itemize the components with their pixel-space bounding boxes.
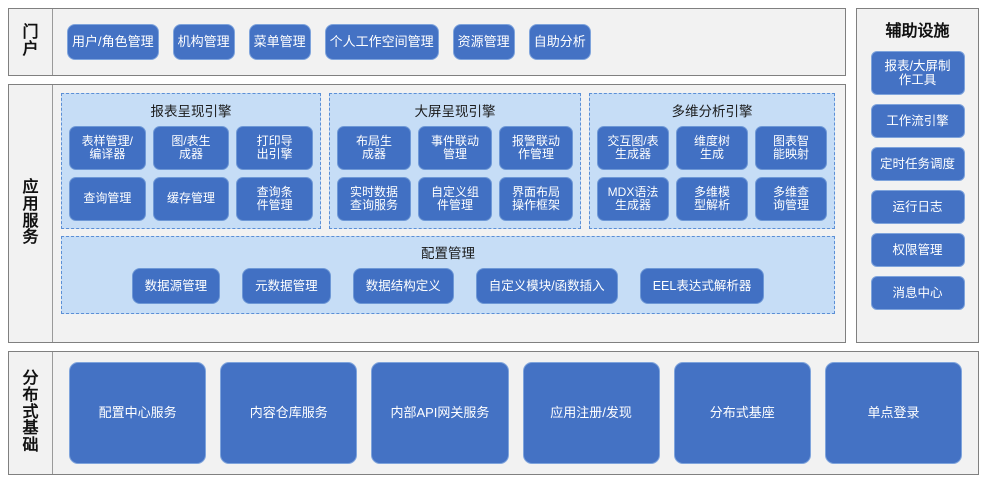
config-button-custom-module-function-insertion[interactable]: 自定义模块/函数插入 bbox=[475, 268, 618, 304]
panel-grid-large-screen-rendering-engine: 布局生 成器 事件联动 管理 报警联动 作管理 实时数据 查询服务 自定义组 件… bbox=[337, 126, 573, 221]
panel-report-rendering-engine: 报表呈现引擎 表样管理/ 编译器 图/表生 成器 打印导 出引擎 查询管理 缓存… bbox=[61, 93, 321, 229]
config-button-eel-expression-parser[interactable]: EEL表达式解析器 bbox=[639, 268, 765, 304]
aux-button-permission-management[interactable]: 权限管理 bbox=[870, 233, 965, 267]
auxiliary-facilities-list: 报表/大屏制 作工具 工作流引擎 定时任务调度 运行日志 权限管理 消息中心 bbox=[857, 51, 978, 310]
application-services-caption: 应用服务 bbox=[9, 85, 53, 342]
engine-button-event-linkage-management[interactable]: 事件联动 管理 bbox=[418, 126, 492, 170]
engine-button-realtime-data-query-service[interactable]: 实时数据 查询服务 bbox=[337, 177, 411, 221]
distributed-infrastructure-section: 分布式基础 配置中心服务 内容仓库服务 内部API网关服务 应用注册/发现 分布… bbox=[8, 351, 979, 475]
base-button-single-sign-on[interactable]: 单点登录 bbox=[824, 362, 963, 464]
engine-button-cache-management[interactable]: 缓存管理 bbox=[152, 177, 230, 221]
application-services-content: 报表呈现引擎 表样管理/ 编译器 图/表生 成器 打印导 出引擎 查询管理 缓存… bbox=[53, 85, 845, 342]
engine-button-chart-intelligent-mapping[interactable]: 图表智 能映射 bbox=[755, 126, 827, 170]
engine-button-report-template-management-compiler[interactable]: 表样管理/ 编译器 bbox=[69, 126, 146, 170]
auxiliary-facilities-section: 辅助设施 报表/大屏制 作工具 工作流引擎 定时任务调度 运行日志 权限管理 消… bbox=[856, 8, 979, 343]
engine-button-chart-table-generator[interactable]: 图/表生 成器 bbox=[152, 126, 230, 170]
engine-button-dimension-tree-generation[interactable]: 维度树 生成 bbox=[676, 126, 748, 170]
base-button-internal-api-gateway-service[interactable]: 内部API网关服务 bbox=[371, 362, 509, 464]
panel-configuration-management: 配置管理 数据源管理 元数据管理 数据结构定义 自定义模块/函数插入 EEL表达… bbox=[61, 236, 835, 314]
config-button-data-structure-definition[interactable]: 数据结构定义 bbox=[352, 268, 454, 304]
panel-grid-multidimensional-analysis-engine: 交互图/表 生成器 维度树 生成 图表智 能映射 MDX语法 生成器 多维模 型… bbox=[597, 126, 827, 221]
engine-button-layout-generator[interactable]: 布局生 成器 bbox=[337, 126, 411, 170]
application-services-section: 应用服务 报表呈现引擎 表样管理/ 编译器 图/表生 成器 打印导 出引擎 查询… bbox=[8, 84, 846, 343]
engine-panel-row: 报表呈现引擎 表样管理/ 编译器 图/表生 成器 打印导 出引擎 查询管理 缓存… bbox=[61, 93, 835, 229]
aux-button-message-center[interactable]: 消息中心 bbox=[870, 276, 965, 310]
engine-button-alarm-linkage-action-management[interactable]: 报警联动 作管理 bbox=[499, 126, 573, 170]
portal-button-resource-management[interactable]: 资源管理 bbox=[452, 24, 515, 60]
panel-title-multidimensional-analysis-engine: 多维分析引擎 bbox=[671, 104, 753, 119]
portal-button-organization-management[interactable]: 机构管理 bbox=[172, 24, 235, 60]
aux-button-scheduled-task-scheduler[interactable]: 定时任务调度 bbox=[870, 147, 965, 181]
engine-button-multidimensional-model-parsing[interactable]: 多维模 型解析 bbox=[676, 177, 748, 221]
portal-button-user-role-management[interactable]: 用户/角色管理 bbox=[67, 24, 159, 60]
portal-button-row: 用户/角色管理 机构管理 菜单管理 个人工作空间管理 资源管理 自助分析 bbox=[53, 9, 845, 75]
panel-title-large-screen-rendering-engine: 大屏呈现引擎 bbox=[414, 104, 496, 119]
engine-button-interactive-chart-table-generator[interactable]: 交互图/表 生成器 bbox=[597, 126, 669, 170]
base-button-distributed-foundation[interactable]: 分布式基座 bbox=[673, 362, 811, 464]
application-services-caption-label: 应用服务 bbox=[22, 178, 39, 247]
engine-button-multidimensional-query-management[interactable]: 多维查 询管理 bbox=[755, 177, 827, 221]
portal-section: 门户 用户/角色管理 机构管理 菜单管理 个人工作空间管理 资源管理 自助分析 bbox=[8, 8, 846, 76]
aux-button-workflow-engine[interactable]: 工作流引擎 bbox=[870, 104, 965, 138]
auxiliary-facilities-title: 辅助设施 bbox=[885, 23, 950, 40]
engine-button-custom-component-management[interactable]: 自定义组 件管理 bbox=[418, 177, 492, 221]
engine-button-mdx-syntax-generator[interactable]: MDX语法 生成器 bbox=[597, 177, 669, 221]
panel-title-configuration-management: 配置管理 bbox=[421, 246, 475, 261]
distributed-infrastructure-button-row: 配置中心服务 内容仓库服务 内部API网关服务 应用注册/发现 分布式基座 单点… bbox=[53, 352, 978, 474]
panel-large-screen-rendering-engine: 大屏呈现引擎 布局生 成器 事件联动 管理 报警联动 作管理 实时数据 查询服务… bbox=[329, 93, 581, 229]
aux-button-runtime-log[interactable]: 运行日志 bbox=[870, 190, 965, 224]
portal-caption: 门户 bbox=[9, 9, 53, 75]
aux-button-report-dashboard-authoring-tool[interactable]: 报表/大屏制 作工具 bbox=[870, 51, 965, 95]
config-button-metadata-management[interactable]: 元数据管理 bbox=[242, 268, 331, 304]
base-button-content-repository-service[interactable]: 内容仓库服务 bbox=[220, 362, 358, 464]
panel-title-report-rendering-engine: 报表呈现引擎 bbox=[150, 104, 232, 119]
configuration-management-button-row: 数据源管理 元数据管理 数据结构定义 自定义模块/函数插入 EEL表达式解析器 bbox=[72, 268, 824, 304]
distributed-infrastructure-caption-label: 分布式基础 bbox=[22, 369, 39, 455]
engine-button-ui-layout-operation-framework[interactable]: 界面布局 操作框架 bbox=[499, 177, 573, 221]
engine-button-print-export-engine[interactable]: 打印导 出引擎 bbox=[236, 126, 313, 170]
base-button-configuration-center-service[interactable]: 配置中心服务 bbox=[69, 362, 207, 464]
portal-button-self-service-analysis[interactable]: 自助分析 bbox=[528, 24, 591, 60]
panel-multidimensional-analysis-engine: 多维分析引擎 交互图/表 生成器 维度树 生成 图表智 能映射 MDX语法 生成… bbox=[589, 93, 835, 229]
config-button-data-source-management[interactable]: 数据源管理 bbox=[131, 268, 221, 304]
distributed-infrastructure-caption: 分布式基础 bbox=[9, 352, 53, 474]
portal-button-menu-management[interactable]: 菜单管理 bbox=[248, 24, 311, 60]
portal-button-personal-workspace-management[interactable]: 个人工作空间管理 bbox=[324, 24, 439, 60]
panel-grid-report-rendering-engine: 表样管理/ 编译器 图/表生 成器 打印导 出引擎 查询管理 缓存管理 查询条 … bbox=[69, 126, 313, 221]
base-button-application-registry-discovery[interactable]: 应用注册/发现 bbox=[522, 362, 660, 464]
portal-caption-label: 门户 bbox=[22, 24, 39, 58]
engine-button-query-condition-management[interactable]: 查询条 件管理 bbox=[236, 177, 313, 221]
engine-button-query-management[interactable]: 查询管理 bbox=[69, 177, 146, 221]
